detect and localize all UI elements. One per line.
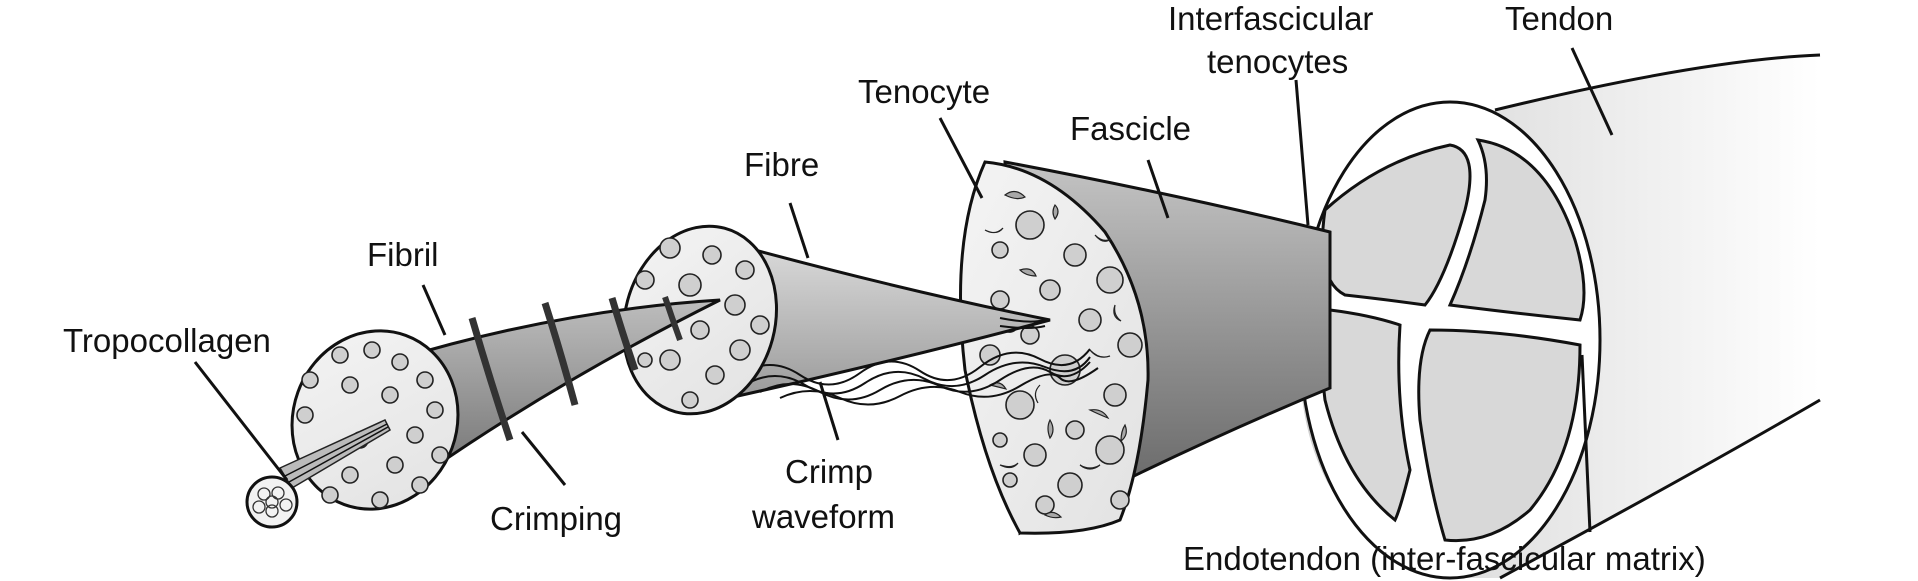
label-crimp-waveform-1: Crimp bbox=[785, 453, 873, 490]
fascicle-cell-d bbox=[1320, 308, 1412, 523]
leader-fascicle bbox=[1146, 159, 1170, 219]
leader-fibril bbox=[421, 284, 447, 336]
fibre bbox=[621, 224, 1099, 416]
label-fibre: Fibre bbox=[744, 146, 819, 183]
fascicle-cell-a bbox=[1321, 143, 1472, 307]
label-fascicle: Fascicle bbox=[1070, 110, 1191, 147]
fascicle bbox=[959, 160, 1332, 536]
leader-fibre bbox=[788, 202, 810, 259]
fibril bbox=[245, 296, 721, 529]
label-fibril: Fibril bbox=[367, 236, 439, 273]
label-tropocollagen: Tropocollagen bbox=[63, 322, 271, 359]
label-interfascicular-1: Interfascicular bbox=[1168, 0, 1373, 37]
fascicle-cell-b bbox=[1447, 138, 1586, 322]
label-crimping: Crimping bbox=[490, 500, 622, 537]
label-interfascicular-2: tenocytes bbox=[1207, 43, 1348, 80]
leader-crimp-waveform bbox=[818, 381, 840, 441]
leader-endotendon bbox=[1580, 354, 1592, 533]
leader-tenocyte bbox=[938, 117, 984, 199]
fibril-cross-section bbox=[290, 329, 460, 511]
label-endotendon: Endotendon (inter-fascicular matrix) bbox=[1183, 540, 1706, 577]
label-tendon: Tendon bbox=[1505, 0, 1613, 37]
leader-interfascicular bbox=[1294, 79, 1310, 226]
fascicle-cell-c bbox=[1417, 328, 1582, 543]
leader-tropocollagen bbox=[193, 361, 289, 481]
leader-crimping bbox=[520, 431, 567, 486]
leader-lines bbox=[193, 47, 1614, 533]
label-tenocyte: Tenocyte bbox=[858, 73, 990, 110]
tropocollagen-end bbox=[245, 475, 299, 529]
tendon bbox=[1298, 53, 1821, 580]
leader-tendon bbox=[1570, 47, 1614, 136]
label-crimp-waveform-2: waveform bbox=[751, 498, 895, 535]
